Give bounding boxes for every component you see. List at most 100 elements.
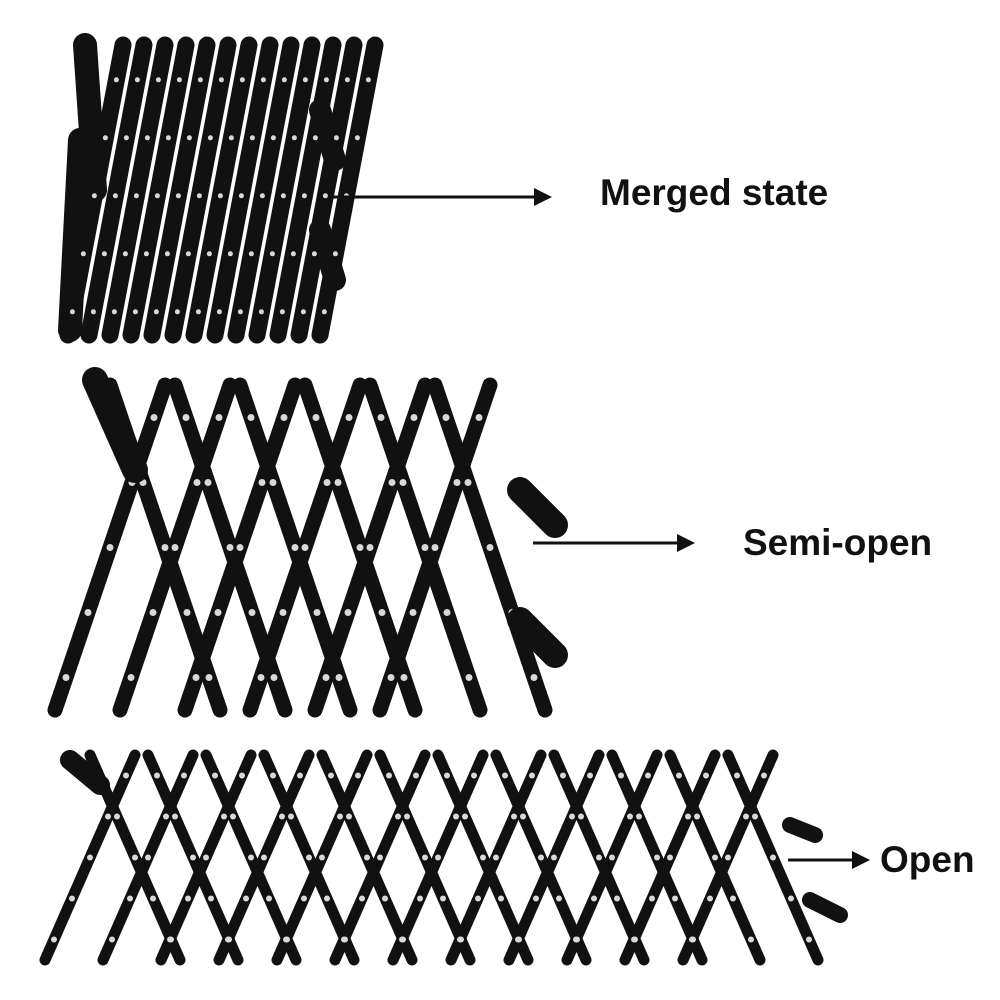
rivet bbox=[248, 854, 254, 861]
rivet bbox=[465, 674, 473, 681]
rivet bbox=[442, 414, 450, 421]
rivet bbox=[122, 251, 128, 257]
rivet bbox=[444, 772, 450, 779]
rivet bbox=[51, 936, 57, 943]
label-merged-state: Merged state bbox=[600, 172, 829, 213]
rivet bbox=[175, 193, 181, 199]
rivet bbox=[227, 251, 233, 257]
rivet bbox=[480, 854, 486, 861]
lattice-bar bbox=[290, 36, 363, 344]
rivet bbox=[334, 479, 342, 486]
rivet bbox=[288, 813, 294, 820]
rivet bbox=[185, 895, 191, 902]
rivet bbox=[134, 77, 140, 83]
lattice-bar bbox=[309, 99, 346, 171]
rivet bbox=[654, 854, 660, 861]
rivet bbox=[302, 77, 308, 83]
rivet bbox=[631, 936, 637, 943]
rivet bbox=[359, 895, 365, 902]
rivet bbox=[197, 77, 203, 83]
rivet bbox=[114, 813, 120, 820]
rivet bbox=[443, 609, 451, 616]
rivet bbox=[493, 854, 499, 861]
rivet bbox=[689, 936, 695, 943]
rivet bbox=[257, 674, 265, 681]
rivet bbox=[237, 309, 243, 315]
lattice-bar bbox=[206, 36, 279, 344]
rivet bbox=[533, 895, 539, 902]
rivet bbox=[238, 193, 244, 199]
rivet bbox=[226, 544, 234, 551]
rivet bbox=[365, 77, 371, 83]
rivet bbox=[707, 895, 713, 902]
rivet bbox=[515, 936, 521, 943]
rivet bbox=[734, 772, 740, 779]
rivet bbox=[212, 772, 218, 779]
rivet bbox=[614, 895, 620, 902]
rivet bbox=[770, 854, 776, 861]
rivet bbox=[323, 77, 329, 83]
rivet bbox=[123, 772, 129, 779]
rivet bbox=[400, 674, 408, 681]
rivet bbox=[228, 135, 234, 141]
rivet bbox=[712, 854, 718, 861]
rivet bbox=[266, 895, 272, 902]
rivet bbox=[150, 895, 156, 902]
rivet bbox=[111, 309, 117, 315]
rivet bbox=[551, 854, 557, 861]
rivet bbox=[395, 813, 401, 820]
rivet bbox=[333, 135, 339, 141]
rivet bbox=[301, 544, 309, 551]
rivet bbox=[248, 609, 256, 616]
rivet bbox=[748, 936, 754, 943]
rivet bbox=[172, 813, 178, 820]
lattice-bar bbox=[269, 36, 342, 344]
rivet bbox=[530, 674, 538, 681]
rivet bbox=[627, 813, 633, 820]
rivet bbox=[193, 479, 201, 486]
lattice-bar bbox=[185, 36, 258, 344]
rivet bbox=[573, 936, 579, 943]
rivet bbox=[337, 813, 343, 820]
lattice-bar bbox=[80, 36, 153, 344]
rivet bbox=[312, 414, 320, 421]
rivet bbox=[313, 609, 321, 616]
rivet bbox=[609, 854, 615, 861]
rivet bbox=[297, 772, 303, 779]
rivet bbox=[300, 309, 306, 315]
rivet bbox=[806, 936, 812, 943]
rivet bbox=[171, 544, 179, 551]
rivet bbox=[291, 135, 297, 141]
rivet bbox=[260, 77, 266, 83]
rivet bbox=[382, 895, 388, 902]
rivet bbox=[377, 414, 385, 421]
rivet bbox=[421, 544, 429, 551]
rivet bbox=[270, 772, 276, 779]
rivet bbox=[249, 135, 255, 141]
rivet bbox=[457, 936, 463, 943]
lattice-bar bbox=[802, 892, 848, 923]
rivet bbox=[281, 77, 287, 83]
rivet bbox=[230, 813, 236, 820]
lattice-bar bbox=[309, 219, 346, 291]
lattice-bar bbox=[164, 36, 237, 344]
rivet bbox=[560, 772, 566, 779]
rivet bbox=[258, 479, 266, 486]
rivet bbox=[132, 854, 138, 861]
rivet bbox=[182, 414, 190, 421]
rivet bbox=[322, 674, 330, 681]
rivet bbox=[511, 813, 517, 820]
rivet bbox=[672, 895, 678, 902]
rivet bbox=[725, 854, 731, 861]
rivet bbox=[132, 309, 138, 315]
rivet bbox=[464, 479, 472, 486]
rivet bbox=[301, 193, 307, 199]
rivet bbox=[462, 813, 468, 820]
rivet bbox=[216, 309, 222, 315]
rivet bbox=[529, 772, 535, 779]
rivet bbox=[69, 309, 75, 315]
lattice-bar bbox=[82, 367, 148, 483]
rivet bbox=[239, 772, 245, 779]
rivet bbox=[440, 895, 446, 902]
rivet bbox=[335, 674, 343, 681]
